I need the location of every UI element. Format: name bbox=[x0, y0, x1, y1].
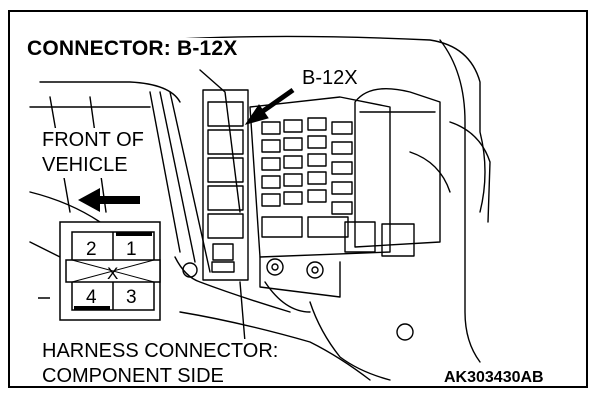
pin-label: 1 bbox=[126, 239, 137, 260]
front-of-vehicle-label: FRONT OF VEHICLE bbox=[40, 128, 146, 178]
pin-label: 4 bbox=[86, 287, 97, 308]
front-label-line: VEHICLE bbox=[40, 153, 146, 178]
harness-label-line: COMPONENT SIDE bbox=[40, 364, 281, 386]
callout-label: B-12X bbox=[300, 67, 360, 89]
pin-label: 3 bbox=[126, 287, 137, 308]
harness-connector-label: HARNESS CONNECTOR: COMPONENT SIDE bbox=[40, 339, 281, 386]
connector-mark: X bbox=[107, 264, 118, 283]
harness-label-line: HARNESS CONNECTOR: bbox=[40, 339, 281, 364]
fuse-box-illustration: 2 1 X 4 3 bbox=[29, 35, 491, 383]
page-title: CONNECTOR: B-12X bbox=[24, 38, 241, 59]
connector-face: 2 1 X 4 3 bbox=[38, 221, 161, 321]
front-label-line: FRONT OF bbox=[40, 128, 146, 153]
diagram-frame: 2 1 X 4 3 CONNECTOR: B-12X B-12X FRONT O… bbox=[8, 10, 588, 388]
pin-label: 2 bbox=[86, 239, 97, 260]
figure-code: AK303430AB bbox=[442, 369, 546, 386]
